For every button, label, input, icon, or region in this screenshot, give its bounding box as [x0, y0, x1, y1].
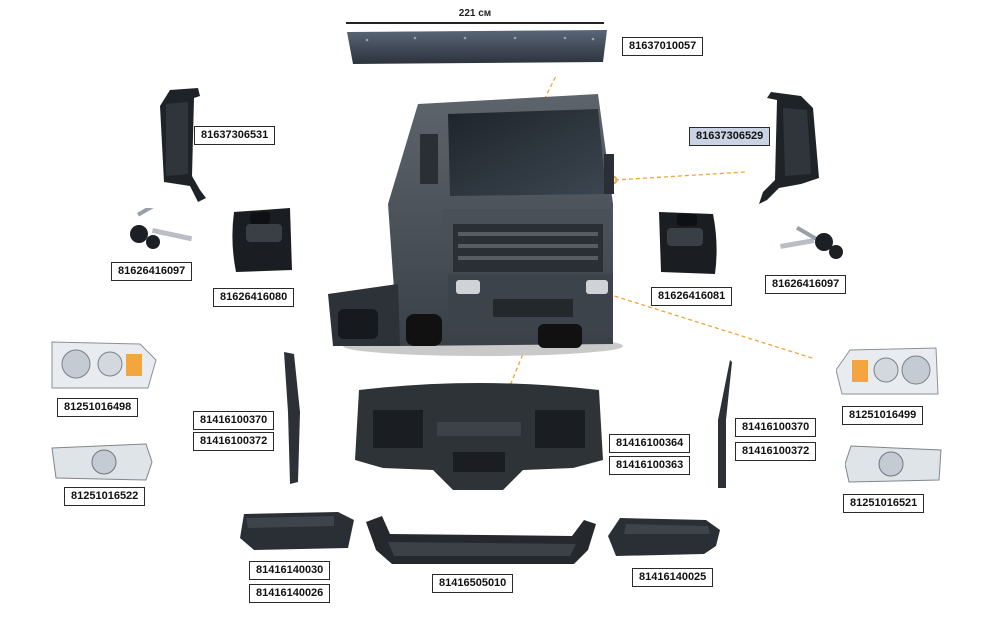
headlamp-left-image: [51, 341, 157, 389]
sunvisor-width-line: [346, 22, 604, 24]
label-foglamp-left: 81251016522: [64, 487, 146, 506]
label-trim-right-a: 81416100370: [735, 418, 817, 437]
sunvisor-width-label: 221 см: [458, 8, 492, 19]
label-corner-left-b: 81416140026: [249, 584, 331, 603]
label-trim-right-b: 81416100372: [735, 442, 817, 461]
label-bumper-a: 81416100364: [609, 434, 691, 453]
label-bumper-b: 81416100363: [609, 456, 691, 475]
label-headlamp-right: 81251016499: [842, 406, 924, 425]
corner-left-image: [240, 512, 354, 550]
label-mirror-left: 81637306531: [194, 126, 276, 145]
key-right-image: [780, 226, 843, 259]
foglamp-right-image: [845, 445, 942, 483]
sunvisor-image: [347, 30, 607, 64]
label-key-left: 81626416097: [111, 262, 193, 281]
foglamp-left-image: [51, 443, 153, 481]
mirror-right-image: [759, 92, 819, 204]
trim-left-image: [284, 352, 300, 484]
key-left-image: [130, 208, 193, 249]
label-corner-left-a: 81416140030: [249, 561, 331, 580]
handle-left-image: [232, 208, 292, 272]
label-trim-left-b: 81416100372: [193, 432, 275, 451]
label-trim-left-a: 81416100370: [193, 411, 275, 430]
bumper-image: [355, 383, 603, 490]
label-mirror-right: 81637306529: [689, 127, 771, 146]
label-handle-left: 81626416080: [213, 288, 295, 307]
headlamp-right-image: [836, 347, 939, 395]
label-handle-right: 81626416081: [651, 287, 733, 306]
truck-image: [328, 94, 623, 356]
trim-right-image: [718, 360, 732, 488]
step-image: [366, 516, 596, 564]
label-step: 81416505010: [432, 574, 514, 593]
label-key-right: 81626416097: [765, 275, 847, 294]
label-sunvisor: 81637010057: [622, 37, 704, 56]
mirror-left-image: [160, 88, 206, 202]
label-corner-right: 81416140025: [632, 568, 714, 587]
corner-right-image: [608, 518, 720, 556]
handle-right-image: [659, 212, 717, 274]
label-headlamp-left: 81251016498: [57, 398, 139, 417]
label-foglamp-right: 81251016521: [843, 494, 925, 513]
